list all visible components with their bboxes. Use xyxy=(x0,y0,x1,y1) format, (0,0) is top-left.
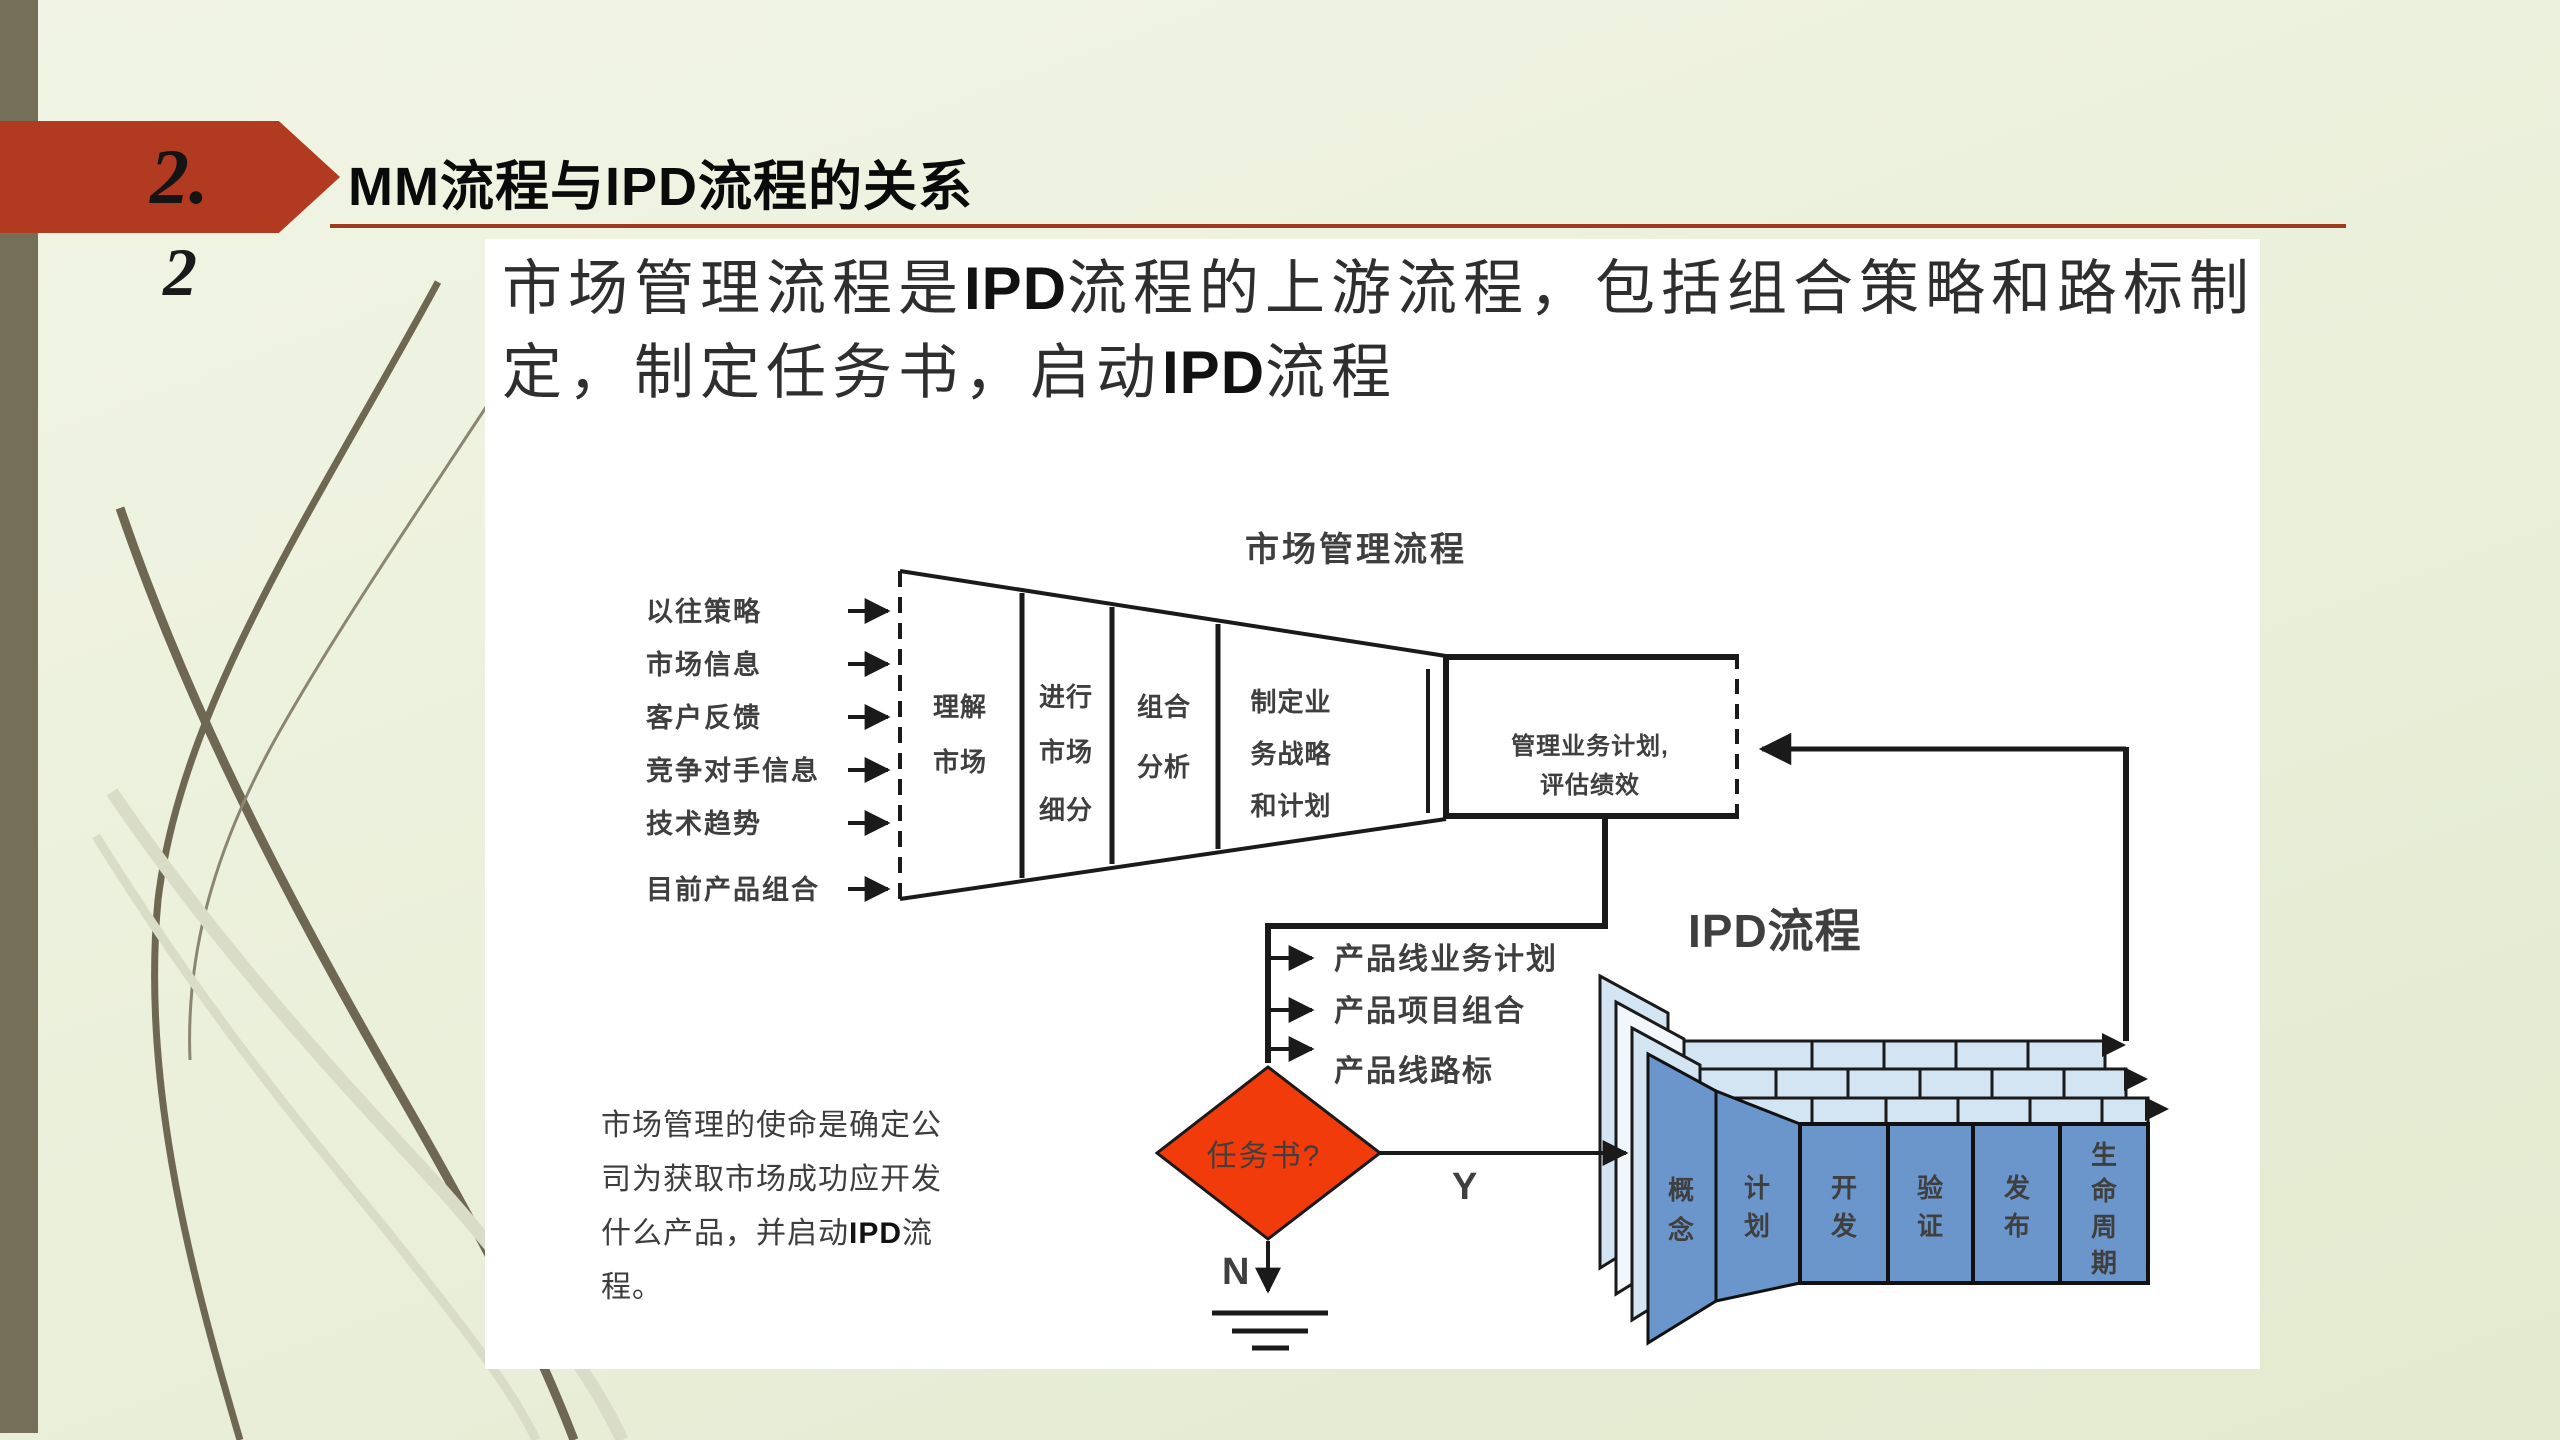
no-label: N xyxy=(1222,1251,1249,1293)
phase-char: 发 xyxy=(1830,1211,1857,1241)
stage-label: 分析 xyxy=(1137,752,1191,782)
decision-label: 任务书? xyxy=(1207,1140,1322,1173)
manage-box-text: 评估绩效 xyxy=(1540,771,1640,799)
input-label: 目前产品组合 xyxy=(646,874,820,905)
ipd-title: IPD流程 xyxy=(1688,905,1862,957)
phase-labels: 概 念 计 划 开 发 验 证 发 布 生 命 周 期 xyxy=(1668,1140,2118,1278)
funnel-bottom-edge xyxy=(899,817,1447,901)
phase-char: 概 xyxy=(1668,1175,1694,1205)
mission-bold: IPD xyxy=(849,1217,903,1250)
phase-dividers xyxy=(1886,1124,2062,1283)
manage-box: 管理业务计划, 评估绩效 xyxy=(1443,654,1739,819)
funnel-top-edge xyxy=(899,569,1447,658)
stage-label: 和计划 xyxy=(1250,791,1331,821)
phase-char: 布 xyxy=(2004,1211,2030,1241)
phase-char: 验 xyxy=(1917,1173,1943,1203)
phase-char: 计 xyxy=(1744,1173,1770,1203)
manage-box-fill xyxy=(1446,657,1737,816)
layer-arrow-icons xyxy=(2102,1033,2169,1121)
brick-row xyxy=(1665,1039,2107,1071)
mission-text: 什么产品，并启动 xyxy=(601,1217,849,1250)
stage-label: 市场 xyxy=(933,747,987,777)
input-label: 客户反馈 xyxy=(646,702,762,733)
intro-text: 市场管理流程是 xyxy=(502,256,964,322)
decision-diamond: 任务书? xyxy=(1154,1065,1383,1241)
input-label: 技术趋势 xyxy=(646,809,762,839)
phase-char: 念 xyxy=(1668,1215,1694,1245)
intro-bold: IPD xyxy=(1162,339,1266,406)
brick-row xyxy=(1681,1067,2128,1100)
mission-line: 什么产品，并启动IPD流 xyxy=(601,1207,942,1261)
left-accent-bar xyxy=(0,0,38,1433)
yes-label: Y xyxy=(1452,1166,1477,1208)
phase-char: 划 xyxy=(1744,1211,1770,1241)
phase-char: 发 xyxy=(2003,1173,2030,1203)
arrow-icon xyxy=(2124,1067,2148,1091)
input-label: 以往策略 xyxy=(646,596,762,627)
decor-curve xyxy=(92,833,541,1440)
ground-icon xyxy=(1212,1310,1328,1351)
phase-char: 开 xyxy=(1831,1173,1857,1203)
content-panel: 市场管理流程是IPD流程的上游流程，包括组合策略和路标制定，制定任务书，启动IP… xyxy=(485,239,2260,1369)
phase-char: 期 xyxy=(2091,1248,2117,1278)
funnel-shape xyxy=(898,569,1447,901)
stage-label: 市场 xyxy=(1039,737,1093,767)
output-label: 产品项目组合 xyxy=(1334,994,1526,1028)
arrow-icon xyxy=(2145,1097,2169,1121)
output-branches: 产品线业务计划 产品项目组合 产品线路标 xyxy=(1271,943,1558,1088)
phase-char: 证 xyxy=(1917,1211,1943,1241)
stage-label: 组合 xyxy=(1137,692,1191,722)
feedback-loop xyxy=(1758,732,2129,1041)
intro-text: 流程 xyxy=(1265,340,1398,406)
mission-line: 程。 xyxy=(601,1271,663,1304)
stage-label: 务战略 xyxy=(1250,739,1331,769)
manage-box-text: 管理业务计划, xyxy=(1511,732,1669,760)
intro-paragraph: 市场管理流程是IPD流程的上游流程，包括组合策略和路标制定，制定任务书，启动IP… xyxy=(502,247,2255,415)
output-label: 产品线路标 xyxy=(1334,1055,1494,1088)
box-to-decision-connector xyxy=(1265,816,1608,1063)
intro-bold: IPD xyxy=(964,255,1068,322)
page-number: 2 xyxy=(163,234,197,310)
phase-char: 生 xyxy=(2091,1140,2117,1170)
mission-paragraph: 市场管理的使命是确定公 司为获取市场成功应开发 什么产品，并启动IPD流 程。 xyxy=(601,1099,942,1315)
input-label: 竞争对手信息 xyxy=(646,755,820,786)
manage-box-border xyxy=(1443,654,1737,819)
stage-label: 理解 xyxy=(933,692,987,722)
mission-line: 市场管理的使命是确定公 xyxy=(601,1109,942,1142)
input-label: 市场信息 xyxy=(646,649,762,680)
arrow-icon xyxy=(2102,1033,2126,1057)
mission-text: 流 xyxy=(902,1217,934,1250)
section-banner: 2. xyxy=(0,121,340,233)
stage-label: 进行 xyxy=(1039,682,1093,712)
stage-label: 细分 xyxy=(1039,795,1093,825)
funnel-title: 市场管理流程 xyxy=(1245,530,1467,569)
phase-char: 周 xyxy=(2091,1212,2117,1242)
process-diagram: 市场管理流程 以往策略 市场信息 客户反馈 竞争对手信息 技术趋势 目前产品组合 xyxy=(646,530,2169,1351)
stage-label: 制定业 xyxy=(1250,687,1331,717)
ipd-skewed-panels xyxy=(1646,1051,1802,1346)
mission-line: 司为获取市场成功应开发 xyxy=(601,1163,942,1196)
funnel-stages: 理解 市场 进行 市场 细分 组合 分析 制定业 务战略 和计划 xyxy=(933,682,1331,825)
decor-curve xyxy=(188,397,494,1061)
section-number: 2. xyxy=(150,133,209,220)
input-arrow-icons xyxy=(848,598,891,902)
funnel-inputs: 以往策略 市场信息 客户反馈 竞争对手信息 技术趋势 目前产品组合 xyxy=(646,596,820,905)
output-label: 产品线业务计划 xyxy=(1334,943,1558,976)
phase-char: 命 xyxy=(2091,1176,2118,1206)
title-underline xyxy=(330,224,2346,228)
intro-text: 定，制定任务书，启动 xyxy=(502,340,1162,406)
page-title: MM流程与IPD流程的关系 xyxy=(348,157,973,217)
decor-curve xyxy=(151,280,442,1440)
ipd-structure: 概 念 计 划 开 发 验 证 发 布 生 命 周 期 xyxy=(1598,973,2169,1346)
intro-text: 流程的上游流程，包括组合策略和路标制 xyxy=(1067,256,2256,322)
